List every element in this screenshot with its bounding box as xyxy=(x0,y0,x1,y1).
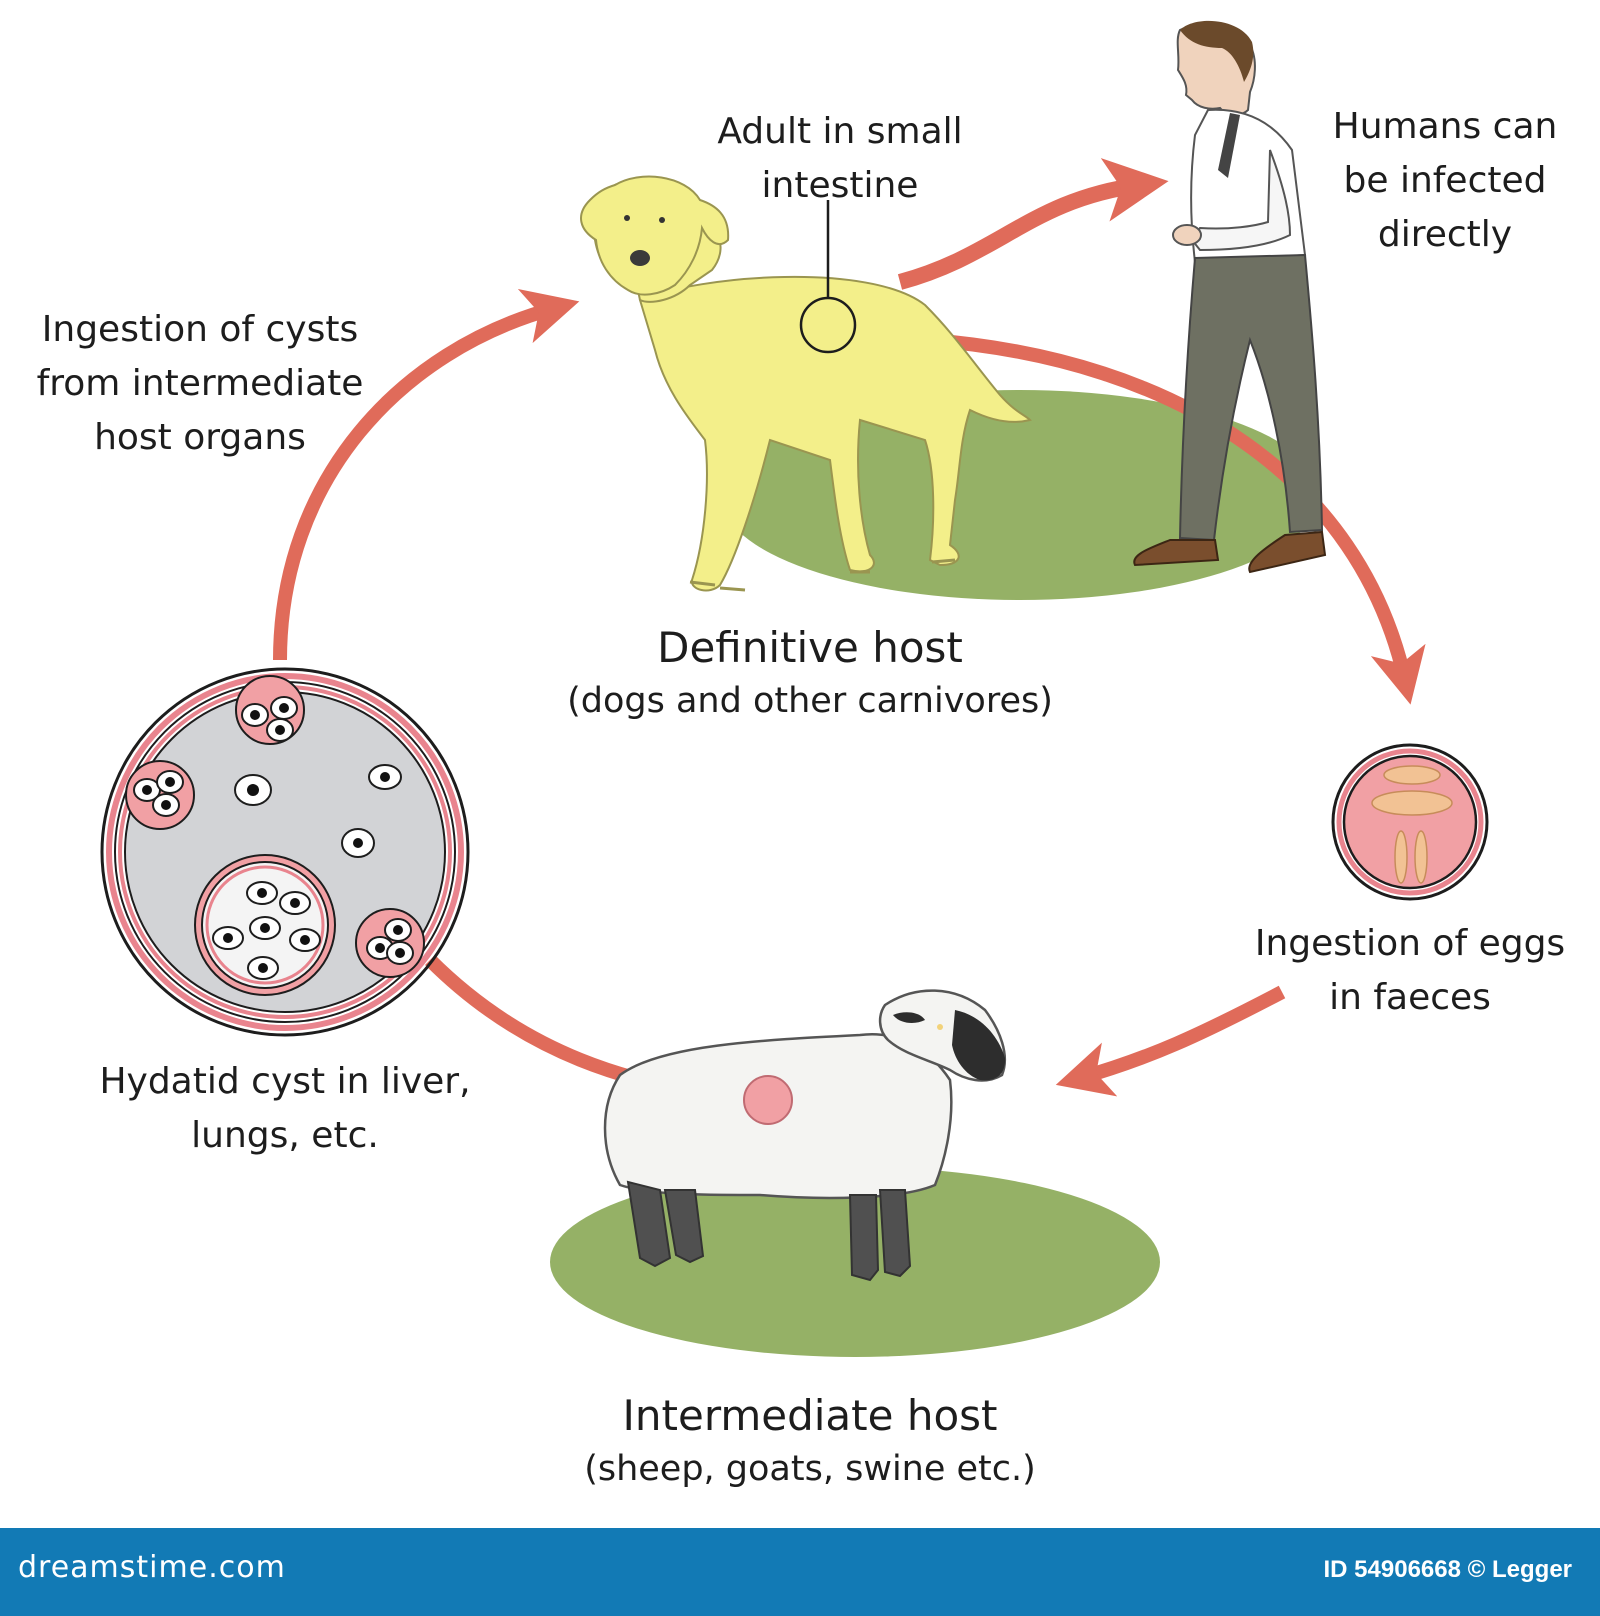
label-ingestion-of-eggs: Ingestion of eggs in faeces xyxy=(1235,917,1585,1025)
intermediate-host-title: Intermediate host xyxy=(622,1391,998,1440)
definitive-host-title: Definitive host xyxy=(657,623,963,672)
label-definitive-host: Definitive host (dogs and other carnivor… xyxy=(530,620,1090,726)
label-adult-in-intestine: Adult in small intestine xyxy=(680,105,1000,213)
human-illustration xyxy=(1133,20,1327,574)
hydatid-cyst-illustration xyxy=(100,667,470,1037)
label-line: Ingestion of eggs xyxy=(1254,923,1566,964)
arrow-cyst-to-dog xyxy=(273,289,580,661)
label-humans-infected: Humans can be infected directly xyxy=(1310,100,1580,262)
sheep-organ-marker xyxy=(743,1075,793,1125)
label-hydatid-cyst: Hydatid cyst in liver, lungs, etc. xyxy=(75,1055,495,1163)
footer-bar: dreamstime.com ID 54906668 © Legger xyxy=(0,1528,1600,1616)
arrow-dog-to-eggs xyxy=(929,333,1426,705)
label-line: Hydatid cyst in liver, xyxy=(99,1061,471,1102)
intermediate-host-subtitle: (sheep, goats, swine etc.) xyxy=(584,1449,1036,1489)
arrow-dog-to-human xyxy=(897,158,1169,290)
label-line: be infected xyxy=(1343,160,1547,201)
footer-stock-id: ID 54906668 © Legger xyxy=(1323,1556,1572,1583)
label-line: Ingestion of cysts xyxy=(41,309,359,350)
definitive-host-subtitle: (dogs and other carnivores) xyxy=(567,681,1053,721)
egg-illustration xyxy=(1331,743,1489,901)
label-line: directly xyxy=(1377,214,1513,255)
label-line: lungs, etc. xyxy=(191,1115,379,1156)
arrow-eggs-to-sheep xyxy=(1055,985,1286,1097)
label-line: Adult in small xyxy=(717,111,963,152)
label-line: host organs xyxy=(94,417,306,458)
label-line: in faeces xyxy=(1329,977,1491,1018)
label-line: from intermediate xyxy=(36,363,364,404)
dog-illustration xyxy=(580,175,1032,592)
label-line: intestine xyxy=(761,165,919,206)
footer-brand: dreamstime.com xyxy=(18,1550,286,1585)
label-intermediate-host: Intermediate host (sheep, goats, swine e… xyxy=(530,1388,1090,1494)
label-ingestion-of-cysts: Ingestion of cysts from intermediate hos… xyxy=(20,303,380,465)
label-line: Humans can xyxy=(1332,106,1558,147)
